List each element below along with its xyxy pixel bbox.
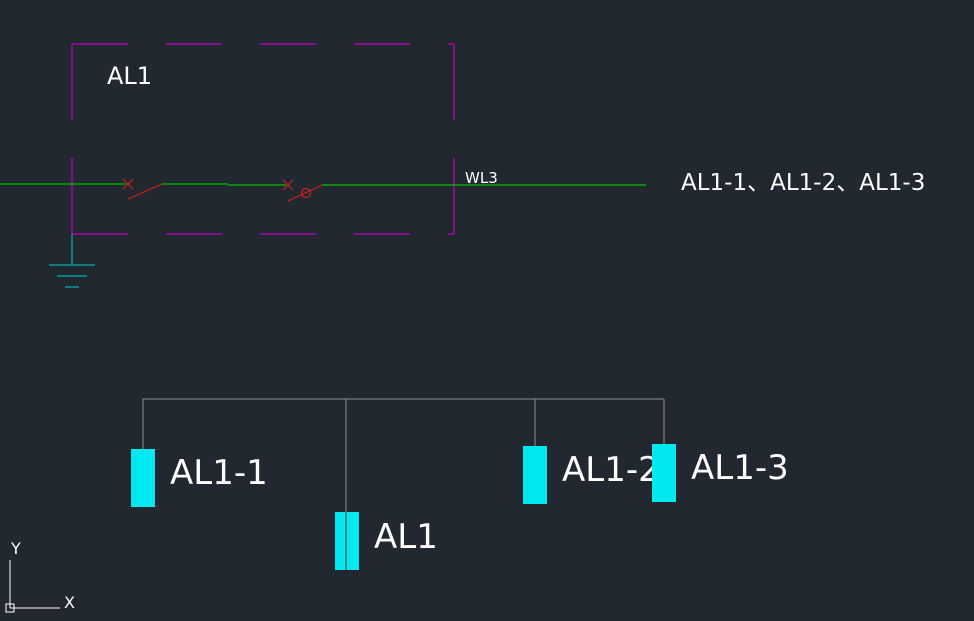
switch-cross-b xyxy=(122,178,134,190)
panel-box-al1-1[interactable] xyxy=(131,449,155,507)
panel-label-al1: AL1 xyxy=(374,517,438,557)
enclosure-box xyxy=(71,43,455,235)
panel-label-al1-1: AL1-1 xyxy=(170,453,268,493)
panel-label-al1-3: AL1-3 xyxy=(691,448,789,488)
switch-blade xyxy=(127,183,163,200)
breaker-cross-b xyxy=(282,179,294,191)
feeder-line xyxy=(0,183,646,186)
panel-box-al1[interactable] xyxy=(335,512,359,570)
breaker-circle xyxy=(300,187,312,199)
panel-box-al1-3[interactable] xyxy=(652,444,676,502)
ground-icon xyxy=(49,234,95,288)
ucs-origin-box xyxy=(5,603,15,613)
enclosure-label: AL1 xyxy=(107,62,152,90)
ucs-y-label: Y xyxy=(10,539,21,558)
panel-label-al1-2: AL1-2 xyxy=(562,450,660,490)
ucs-x-label: X xyxy=(64,593,75,612)
breaker-blade xyxy=(287,184,323,202)
panel-box-al1-2[interactable] xyxy=(523,446,547,504)
feeder-label: WL3 xyxy=(465,169,498,187)
ucs-icon xyxy=(5,560,60,613)
breaker-switch-symbol xyxy=(282,179,323,202)
feeder-destinations: AL1-1、AL1-2、AL1-3 xyxy=(681,170,925,196)
isolator-switch-symbol xyxy=(122,178,163,200)
